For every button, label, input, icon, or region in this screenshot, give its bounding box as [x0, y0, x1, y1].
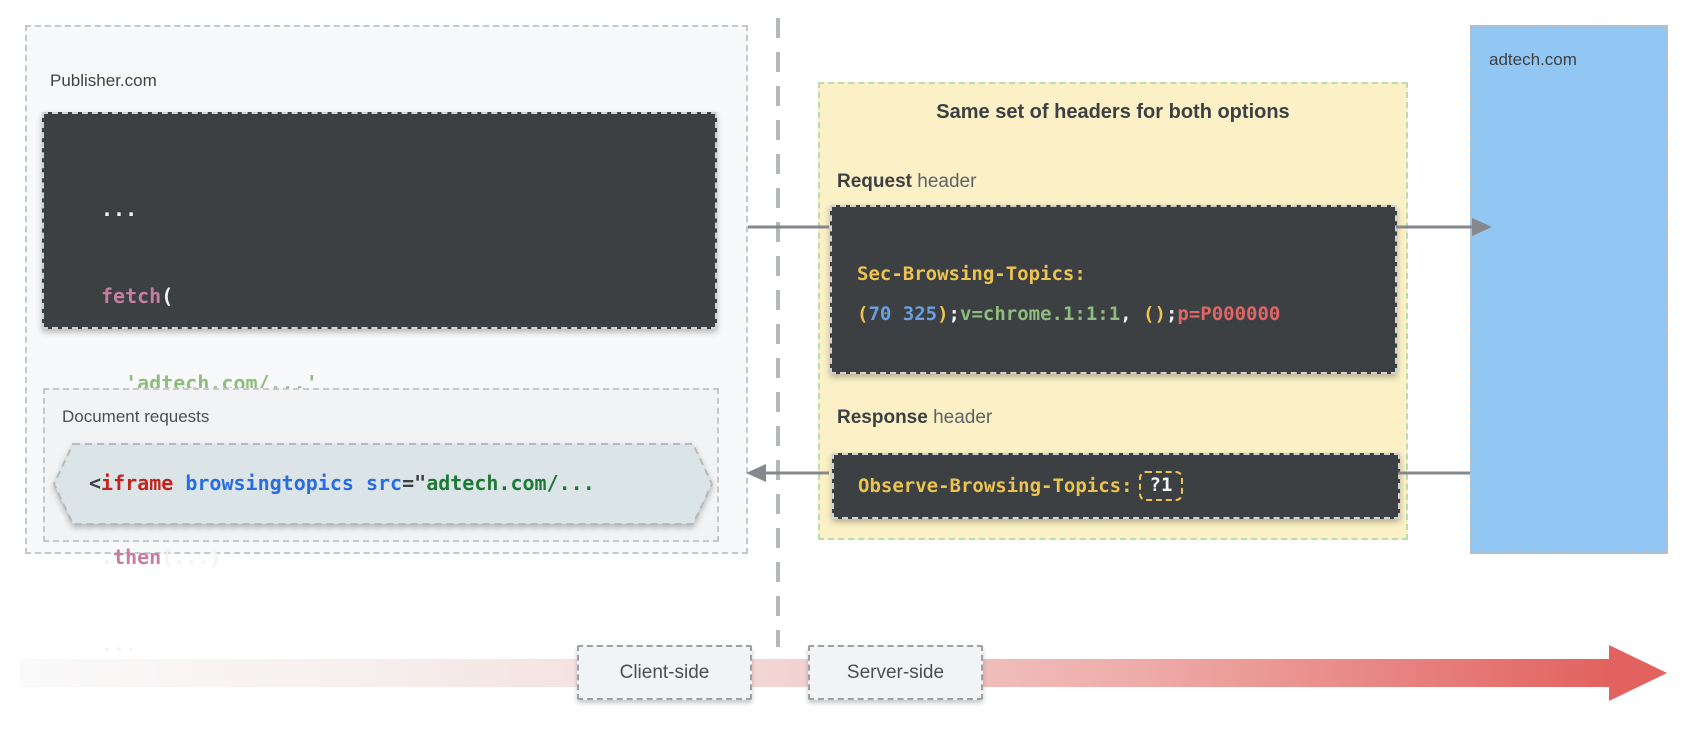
- code-line: ...: [101, 632, 138, 656]
- publisher-label: Publisher.com: [50, 71, 157, 90]
- request-header-value: (70 325);v=chrome.1:1:1, ();p=P000000: [857, 303, 1281, 325]
- request-header-label: Request header: [837, 171, 976, 193]
- request-header-label-bold: Request: [837, 171, 912, 192]
- response-header-value-chip: ?1: [1138, 471, 1184, 501]
- iframe-code-line: <iframe browsingtopics src="adtech.com/.…: [89, 471, 595, 495]
- request-header-name: Sec-Browsing-Topics:: [857, 263, 1086, 285]
- code-line: .then(...): [101, 545, 222, 569]
- fetch-code-block: ... fetch( 'adtech.com/...', {browsingTo…: [42, 112, 717, 656]
- server-side-label-box: Server-side: [808, 645, 983, 700]
- iframe-tag-shape: [52, 443, 714, 525]
- response-header-code-block: Observe-Browsing-Topics: ?1: [832, 453, 1400, 519]
- response-header-label-bold: Response: [837, 407, 928, 428]
- client-side-label: Client-side: [619, 661, 710, 683]
- code-line: ...: [101, 197, 138, 221]
- response-to-publisher-arrow: [746, 464, 829, 482]
- response-header-name: Observe-Browsing-Topics:: [858, 475, 1133, 497]
- client-side-label-box: Client-side: [577, 645, 752, 700]
- request-header-code-block: Sec-Browsing-Topics: (70 325);v=chrome.1…: [830, 205, 1397, 374]
- request-header-label-rest: header: [911, 171, 977, 192]
- server-side-label: Server-side: [846, 661, 945, 683]
- headers-panel: Same set of headers for both options Req…: [818, 82, 1408, 540]
- adtech-label: adtech.com: [1489, 50, 1577, 69]
- response-header-label-rest: header: [927, 407, 993, 428]
- client-server-separator: [776, 18, 780, 647]
- adtech-panel: adtech.com: [1470, 25, 1668, 554]
- code-line: fetch(: [101, 284, 174, 308]
- publisher-panel: Publisher.com ... fetch( 'adtech.com/...…: [25, 25, 748, 656]
- response-header-label: Response header: [837, 407, 992, 429]
- document-requests-label: Document requests: [62, 407, 210, 426]
- headers-panel-title: Same set of headers for both options: [936, 101, 1290, 123]
- document-requests-panel: Document requests <iframe browsingtopics…: [43, 388, 719, 542]
